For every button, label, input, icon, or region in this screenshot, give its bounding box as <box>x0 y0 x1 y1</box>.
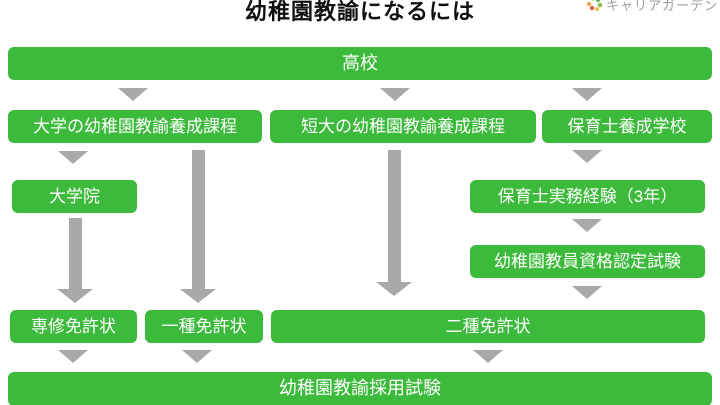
page-title: 幼稚園教諭になるには <box>244 0 475 24</box>
arrow-down-icon <box>572 219 602 232</box>
arrow-down-icon <box>473 350 503 363</box>
node-work-experience: 保育士実務経験（3年） <box>470 180 705 213</box>
node-highschool: 高校 <box>8 47 712 80</box>
arrow-down-icon <box>380 88 410 101</box>
node-grad-school: 大学院 <box>12 180 137 213</box>
arrow-down-long-icon <box>376 150 412 296</box>
node-hiring-exam: 幼稚園教諭採用試験 <box>8 372 712 405</box>
career-garden-logo: キャリアガーデン <box>585 0 718 14</box>
arrow-down-long-icon <box>180 150 216 303</box>
arrow-down-icon <box>118 88 148 101</box>
arrow-down-icon <box>572 286 602 299</box>
node-license-type2: 二種免許状 <box>271 310 705 343</box>
logo-dots-icon <box>586 0 603 11</box>
node-certification-exam: 幼稚園教員資格認定試験 <box>470 245 705 278</box>
node-university-course: 大学の幼稚園教諭養成課程 <box>8 110 262 143</box>
node-childcare-school: 保育士養成学校 <box>542 110 712 143</box>
node-junior-college-course: 短大の幼稚園教諭養成課程 <box>270 110 536 143</box>
node-license-advanced: 専修免許状 <box>10 310 137 343</box>
arrow-down-icon <box>572 150 602 163</box>
arrow-down-icon <box>572 88 602 101</box>
arrow-down-icon <box>58 151 88 164</box>
arrow-down-icon <box>58 350 88 363</box>
arrow-down-long-icon <box>57 218 93 303</box>
node-license-type1: 一種免許状 <box>145 310 263 343</box>
arrow-down-icon <box>182 350 212 363</box>
logo-text: キャリアガーデン <box>605 0 718 13</box>
